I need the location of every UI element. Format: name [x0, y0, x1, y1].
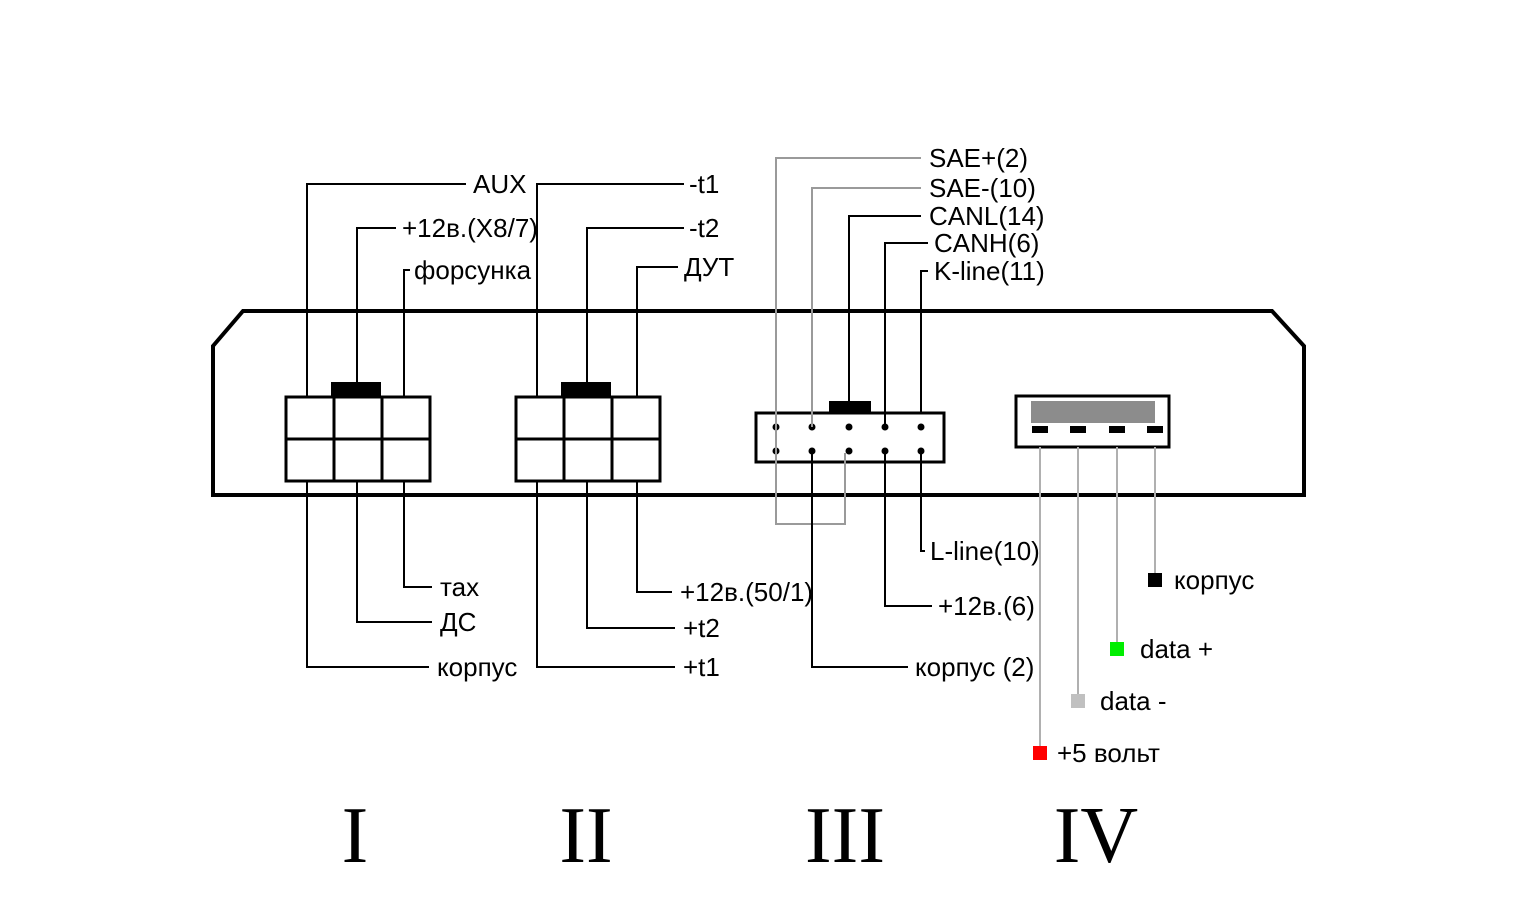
label-korpus-4: корпус [1174, 565, 1254, 595]
connector-3-body [754, 411, 946, 464]
wire-korpus-2 [811, 451, 908, 668]
label-sae-minus: SAE-(10) [929, 173, 1036, 203]
label-canh: CANH(6) [934, 228, 1039, 258]
wire-canh [884, 242, 928, 427]
label-dut: ДУТ [684, 252, 734, 282]
wire-minus-t2 [586, 227, 684, 397]
label-minus-t1: -t1 [689, 169, 719, 199]
label-ds: ДС [440, 607, 476, 637]
label-lline: L-line(10) [930, 536, 1040, 566]
numeral-4: IV [1054, 792, 1138, 880]
label-12v-6: +12в.(6) [938, 591, 1035, 621]
label-kline: K-line(11) [934, 256, 1045, 286]
plus5v-square [1033, 746, 1047, 760]
label-tah: тах [440, 572, 479, 602]
label-forsunka: форсунка [414, 255, 532, 285]
numeral-1: I [342, 792, 369, 880]
connector-1 [284, 382, 432, 483]
label-plus-t1: +t1 [683, 652, 720, 682]
wire-forsunka [403, 269, 410, 397]
wire-plus-t2 [586, 481, 675, 629]
connector-3-pin [845, 423, 853, 431]
data-minus-square [1071, 694, 1085, 708]
numeral-3: III [805, 792, 885, 880]
label-plus5v: +5 вольт [1057, 738, 1160, 768]
connector-4-contact [1032, 426, 1048, 433]
connector-3-pin [845, 447, 853, 455]
connector-4 [1014, 394, 1171, 449]
wire-dut [636, 266, 678, 397]
numeral-2: II [559, 792, 612, 880]
label-12v-501: +12в.(50/1) [680, 577, 813, 607]
korpus-square [1148, 573, 1162, 587]
connector-4-contact [1109, 426, 1125, 433]
wire-aux [306, 183, 466, 397]
label-korpus-1: корпус [437, 652, 517, 682]
wire-ds [356, 481, 432, 623]
label-data-minus: data - [1100, 686, 1167, 716]
label-korpus-2: корпус (2) [915, 652, 1034, 682]
connector-4-contact [1070, 426, 1086, 433]
wire-lline [920, 451, 925, 552]
label-sae-plus: SAE+(2) [929, 143, 1028, 173]
label-12v-x87: +12в.(X8/7) [402, 213, 538, 243]
wire-12v-501 [636, 481, 672, 593]
wire-sae-plus [775, 157, 921, 525]
wire-canl [848, 215, 921, 413]
wire-korpus-1 [306, 481, 429, 668]
connector-4-contact [1147, 426, 1163, 433]
label-canl: CANL(14) [929, 201, 1045, 231]
data-plus-square [1110, 642, 1124, 656]
wire-plus-t1 [536, 481, 675, 668]
label-data-plus: data + [1140, 634, 1213, 664]
wire-kline [920, 270, 928, 413]
label-plus-t2: +t2 [683, 613, 720, 643]
wire-12v-6 [884, 451, 932, 607]
wire-sae-minus [811, 187, 921, 427]
device-body-outline [211, 309, 1306, 497]
wire-12v-x87 [356, 227, 396, 397]
connector-4-inner-bar [1031, 401, 1155, 423]
wire-minus-t1 [536, 183, 684, 397]
connector-3-pin [917, 423, 925, 431]
label-aux: AUX [473, 169, 526, 199]
label-minus-t2: -t2 [689, 213, 719, 243]
wire-tah [403, 481, 432, 588]
